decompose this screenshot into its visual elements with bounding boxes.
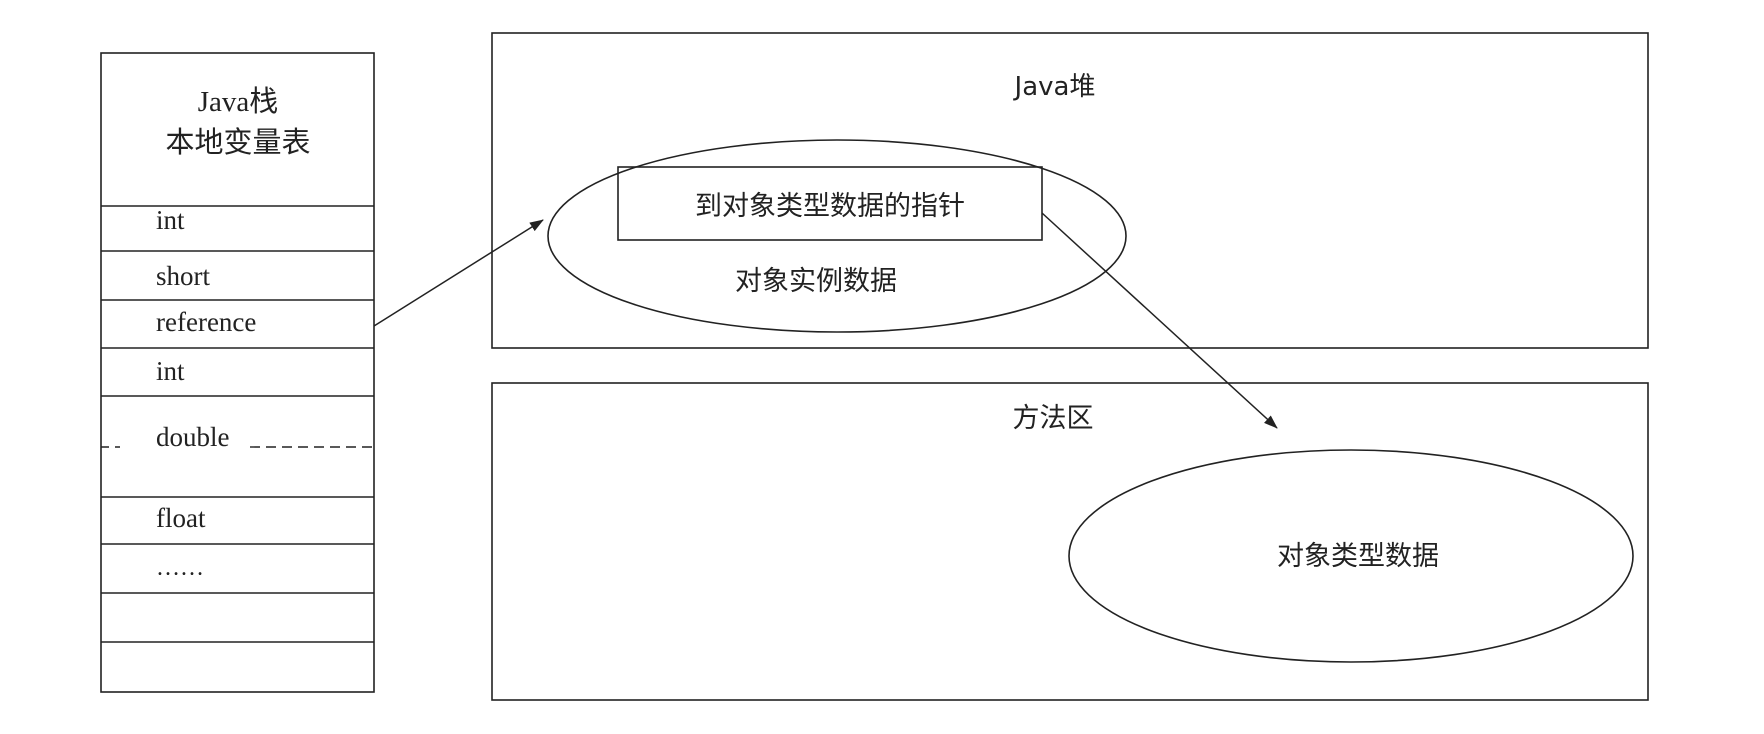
java-stack-outline [100, 52, 375, 693]
slot-ellipsis: …… [156, 555, 204, 581]
local-variable-table-title: 本地变量表 [165, 126, 310, 159]
object-instance-ellipse [547, 139, 1127, 333]
java-heap-title: Java堆 [1013, 72, 1096, 102]
reference-to-instance-arrow [373, 219, 544, 327]
slot-short: short [156, 261, 210, 291]
slot-double: double [156, 422, 230, 452]
slot-reference: reference [156, 307, 256, 337]
object-type-data-ellipse [1068, 449, 1634, 663]
object-type-data-label: 对象类型数据 [1277, 541, 1439, 572]
method-area-region: 方法区 对象类型数据 [491, 382, 1649, 701]
type-pointer-label: 到对象类型数据的指针 [695, 191, 965, 222]
type-pointer-box [617, 166, 1043, 241]
slot-float: float [156, 503, 206, 533]
slot-int: int [156, 356, 185, 386]
java-heap-region: Java堆 到对象类型数据的指针 对象实例数据 [491, 32, 1649, 349]
pointer-to-type-data-arrow [1041, 212, 1278, 429]
method-area-box [491, 382, 1649, 701]
method-area-title: 方法区 [1013, 403, 1094, 434]
java-stack-table: Java栈 本地变量表 int short reference int doub… [100, 52, 375, 693]
java-stack-title: Java栈 [198, 85, 279, 118]
object-instance-label: 对象实例数据 [735, 266, 897, 297]
slot-int: int [156, 205, 185, 235]
java-heap-box [491, 32, 1649, 349]
